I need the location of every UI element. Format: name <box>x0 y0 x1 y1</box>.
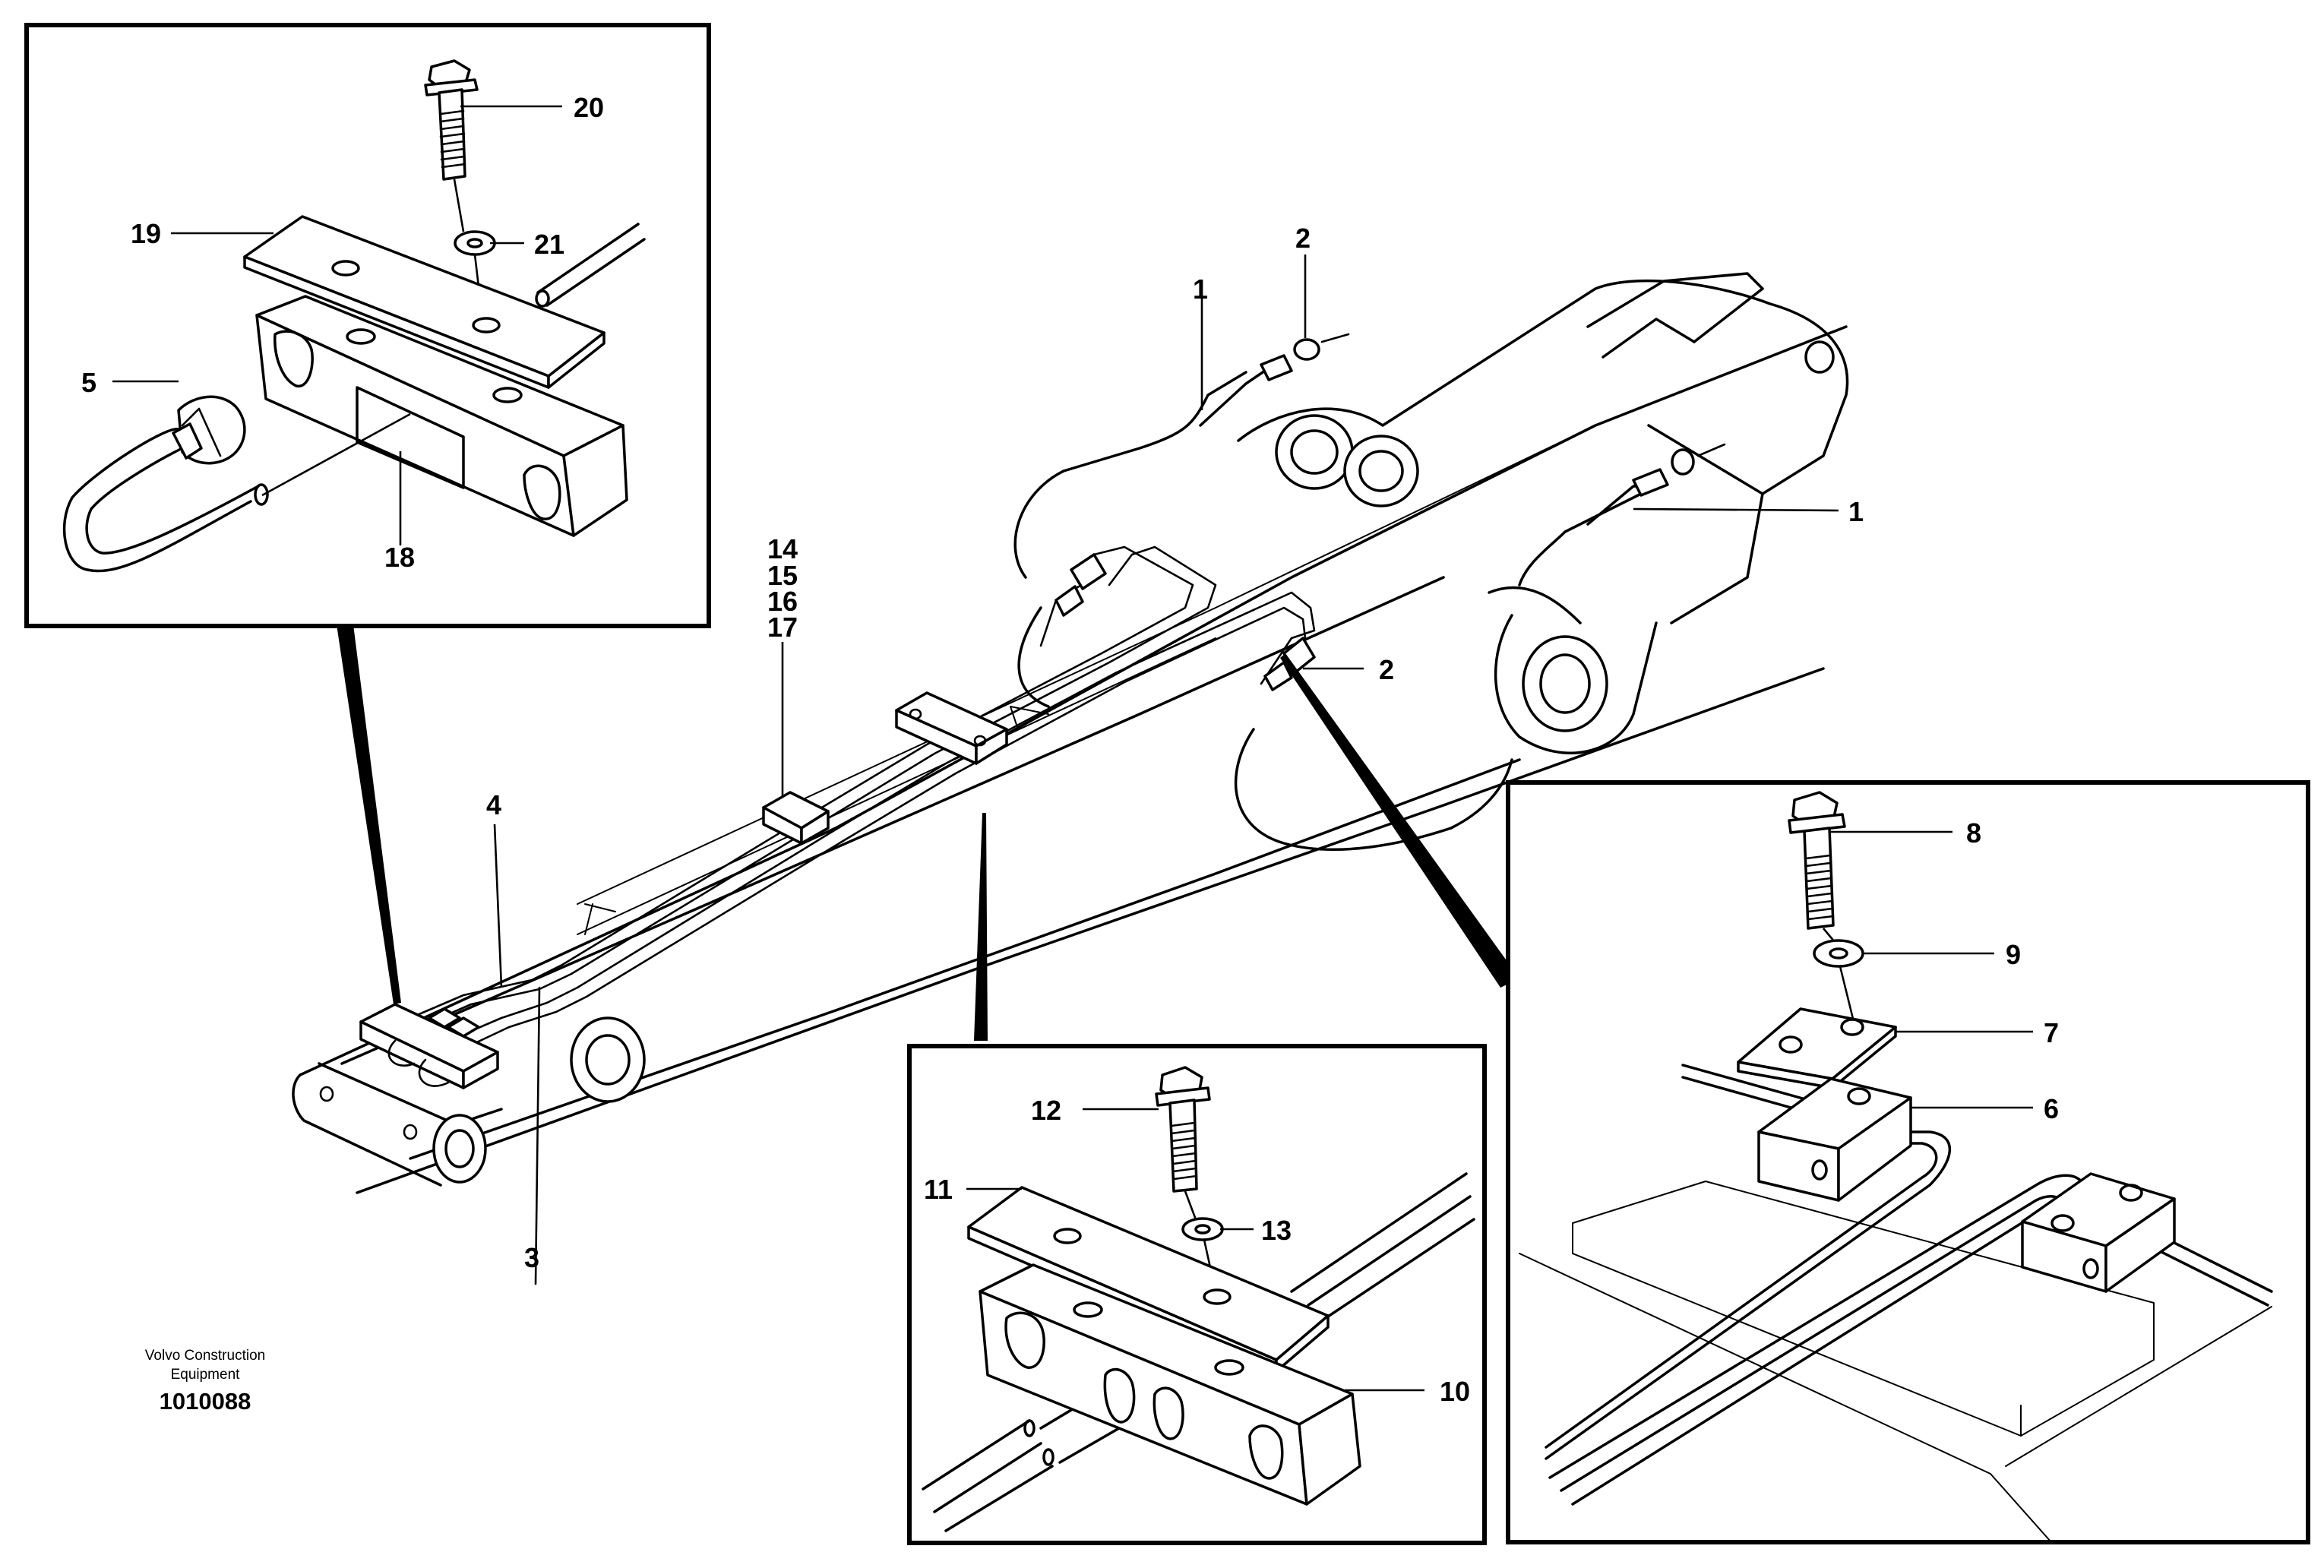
company-name-line1: Volvo Construction <box>145 1348 265 1364</box>
callout-17-label: 17 <box>767 612 798 643</box>
callout-9-label: 9 <box>2006 939 2021 970</box>
detail-view-bottom-right: 8 9 7 6 <box>1506 780 2310 1544</box>
callout-12-label: 12 <box>1031 1095 1061 1126</box>
callout-8-label: 8 <box>1966 817 1981 849</box>
callout-5-label: 5 <box>81 367 96 398</box>
callout-1-right: 1 <box>1633 496 1864 527</box>
callout-1-top: 1 <box>1193 273 1208 410</box>
callout-20-label: 20 <box>574 92 604 123</box>
pointer-to-detail-bottom-right <box>1280 653 1519 988</box>
callout-2-top: 2 <box>1295 223 1311 338</box>
fitting-top-right <box>1586 443 1726 526</box>
callout-3-label: 3 <box>524 1242 539 1273</box>
clamp-block-front <box>762 791 830 845</box>
callout-13-label: 13 <box>1261 1215 1292 1246</box>
callout-15-label: 15 <box>767 560 798 591</box>
callout-10-label: 10 <box>1440 1376 1470 1407</box>
callout-1-right-label: 1 <box>1848 496 1864 527</box>
callout-16-label: 16 <box>767 586 798 617</box>
detail-view-top-left: 20 21 19 5 18 <box>24 23 711 628</box>
callout-2-mid: 2 <box>1303 654 1394 685</box>
callout-4: 4 <box>486 789 503 988</box>
callout-11-label: 11 <box>924 1174 953 1205</box>
boom-drawing <box>292 272 1849 1194</box>
callout-18-label: 18 <box>384 542 415 573</box>
pointer-to-detail-top-left <box>337 624 401 1004</box>
clamp-block-foot <box>359 1003 499 1089</box>
callout-2-top-label: 2 <box>1295 223 1311 254</box>
callout-3: 3 <box>524 1242 539 1273</box>
drawing-number: 1010088 <box>160 1388 251 1415</box>
callout-1-top-label: 1 <box>1193 273 1208 305</box>
callout-7-label: 7 <box>2044 1017 2059 1048</box>
title-block: Volvo Construction Equipment 1010088 <box>145 1348 265 1415</box>
callout-14-label: 14 <box>767 533 798 564</box>
clamp-block-mid <box>895 691 1008 765</box>
detail-view-bottom-center: 12 13 11 10 <box>907 1044 1487 1545</box>
tube-lines <box>409 545 1316 1285</box>
callout-4-label: 4 <box>486 789 501 820</box>
fitting-top-left <box>1199 333 1350 427</box>
pointer-to-detail-bottom-center <box>974 813 988 1041</box>
callout-6-label: 6 <box>2044 1093 2059 1124</box>
callout-2-mid-label: 2 <box>1379 654 1394 685</box>
callout-14-17: 14 15 16 17 <box>767 533 798 798</box>
callout-21-label: 21 <box>534 229 564 260</box>
callout-19-label: 19 <box>131 218 161 249</box>
company-name-line2: Equipment <box>171 1367 241 1383</box>
